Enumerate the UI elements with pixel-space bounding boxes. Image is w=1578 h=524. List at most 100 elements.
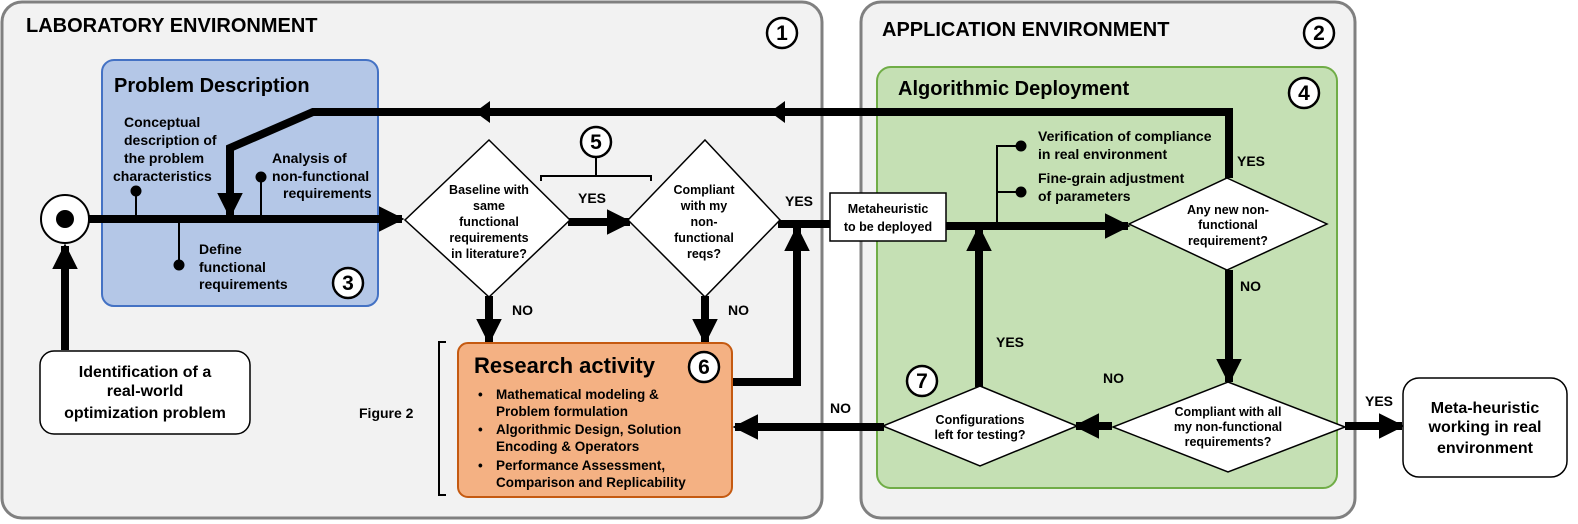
compliant-decision-label: Compliant with my non- functional reqs? <box>673 183 735 261</box>
step-5-bracket <box>540 158 652 181</box>
compliant-all-decision <box>1110 381 1348 473</box>
feedback-arrow-midhead-2 <box>475 101 490 123</box>
compliant-all-yes-label: YES <box>1365 393 1393 409</box>
research-activity-title: Research activity <box>474 353 656 378</box>
svg-text:non-functional: non-functional <box>272 168 369 184</box>
svg-text:with my: with my <box>680 199 728 213</box>
svg-text:Mathematical modeling &: Mathematical modeling & <box>496 387 659 402</box>
research-activity-list: • Mathematical modeling & Problem formul… <box>478 387 686 490</box>
svg-text:my non-functional: my non-functional <box>1174 420 1282 434</box>
compliant-all-no-label: NO <box>1103 370 1124 386</box>
deployment-lollipops <box>996 140 1027 226</box>
feedback-arrow-midhead-1 <box>770 101 785 123</box>
step-6-badge: 6 <box>687 350 721 384</box>
baseline-no-label: NO <box>512 302 533 318</box>
finegrain-label: Fine-grain adjustment of parameters <box>1038 170 1185 204</box>
svg-text:Any new non-: Any new non- <box>1187 203 1269 217</box>
svg-text:working in real: working in real <box>1428 419 1542 436</box>
new-requirement-label: Any new non- functional requirement? <box>1187 203 1269 248</box>
svg-text:same: same <box>473 199 505 213</box>
figure-2-bracket <box>438 341 446 496</box>
metaheuristic-label: Metaheuristic to be deployed <box>844 202 932 234</box>
svg-text:left for testing?: left for testing? <box>935 428 1026 442</box>
problem-description-title: Problem Description <box>114 75 310 97</box>
svg-text:functional: functional <box>459 215 519 229</box>
identification-box <box>39 350 251 435</box>
svg-text:•: • <box>478 387 483 402</box>
problem-description-panel <box>101 59 379 307</box>
svg-text:Baseline with: Baseline with <box>449 183 529 197</box>
svg-text:functional: functional <box>199 259 266 275</box>
svg-text:Verification of compliance: Verification of compliance <box>1038 128 1212 144</box>
laboratory-environment-title: LABORATORY ENVIRONMENT <box>26 15 318 37</box>
svg-text:Performance Assessment,: Performance Assessment, <box>496 458 665 473</box>
step-7-badge: 7 <box>905 364 939 398</box>
step-4-number: 4 <box>1298 82 1310 105</box>
step-4-badge: 4 <box>1287 76 1321 110</box>
step-6-number: 6 <box>698 356 710 379</box>
new-requirement-yes-label: YES <box>1237 153 1265 169</box>
research-activity-box <box>457 342 733 498</box>
svg-text:Analysis of: Analysis of <box>272 150 347 166</box>
svg-text:Conceptual: Conceptual <box>124 114 200 130</box>
identification-label: Identification of a real-world optimizat… <box>64 364 226 422</box>
conceptual-description-label: Conceptual description of the problem ch… <box>113 114 217 184</box>
svg-text:Problem formulation: Problem formulation <box>496 404 628 419</box>
configurations-decision <box>881 385 1079 467</box>
step-3-number: 3 <box>342 272 354 295</box>
application-environment-title: APPLICATION ENVIRONMENT <box>882 19 1169 41</box>
algorithmic-deployment-title: Algorithmic Deployment <box>898 78 1129 100</box>
start-node <box>40 194 90 244</box>
define-functional-label: Define functional requirements <box>199 241 288 292</box>
svg-text:•: • <box>478 458 483 473</box>
svg-text:reqs?: reqs? <box>687 247 721 261</box>
svg-text:to be deployed: to be deployed <box>844 220 932 234</box>
problem-lollipops <box>130 171 267 271</box>
compliant-no-label: NO <box>728 302 749 318</box>
svg-text:•: • <box>478 422 483 437</box>
svg-text:Encoding & Operators: Encoding & Operators <box>496 439 639 454</box>
step-2-badge: 2 <box>1302 16 1336 50</box>
svg-text:in literature?: in literature? <box>451 247 527 261</box>
step-1-badge: 1 <box>765 16 799 50</box>
step-1-number: 1 <box>776 22 788 45</box>
baseline-decision <box>403 138 572 299</box>
svg-text:of parameters: of parameters <box>1038 188 1131 204</box>
svg-text:description of: description of <box>124 132 217 148</box>
research-to-deploy-arrow <box>733 225 810 386</box>
svg-text:optimization problem: optimization problem <box>64 405 226 422</box>
step-5-badge: 5 <box>579 125 613 159</box>
analysis-nonfunctional-label: Analysis of non-functional requirements <box>272 150 372 201</box>
svg-text:requirements: requirements <box>283 185 372 201</box>
svg-text:the problem: the problem <box>124 150 204 166</box>
step-2-number: 2 <box>1313 22 1325 45</box>
configurations-label: Configurations left for testing? <box>935 413 1026 442</box>
svg-text:functional: functional <box>674 231 734 245</box>
svg-text:Comparison and Replicability: Comparison and Replicability <box>496 475 686 490</box>
step-7-number: 7 <box>916 370 928 393</box>
working-label: Meta-heuristic working in real environme… <box>1428 400 1542 457</box>
svg-text:Algorithmic Design, Solution: Algorithmic Design, Solution <box>496 422 681 437</box>
svg-text:Configurations: Configurations <box>936 413 1025 427</box>
step-5-number: 5 <box>590 131 602 154</box>
baseline-decision-label: Baseline with same functional requiremen… <box>449 183 529 261</box>
compliant-all-label: Compliant with all my non-functional req… <box>1174 405 1282 449</box>
svg-text:requirements: requirements <box>199 276 288 292</box>
svg-text:Fine-grain adjustment: Fine-grain adjustment <box>1038 170 1185 186</box>
svg-text:Compliant with all: Compliant with all <box>1175 405 1282 419</box>
svg-text:Define: Define <box>199 241 242 257</box>
svg-text:Compliant: Compliant <box>673 183 735 197</box>
svg-text:Identification of a: Identification of a <box>79 364 212 381</box>
svg-text:requirements: requirements <box>449 231 528 245</box>
svg-text:Metaheuristic: Metaheuristic <box>848 202 929 216</box>
verification-label: Verification of compliance in real envir… <box>1038 128 1212 162</box>
svg-text:real-world: real-world <box>107 383 183 400</box>
configurations-yes-label: YES <box>996 334 1024 350</box>
new-requirement-decision <box>1127 177 1329 271</box>
new-requirement-no-label: NO <box>1240 278 1261 294</box>
compliant-decision <box>626 138 782 299</box>
configurations-no-label: NO <box>830 400 851 416</box>
metaheuristic-box <box>829 192 947 242</box>
compliant-yes-label: YES <box>785 193 813 209</box>
